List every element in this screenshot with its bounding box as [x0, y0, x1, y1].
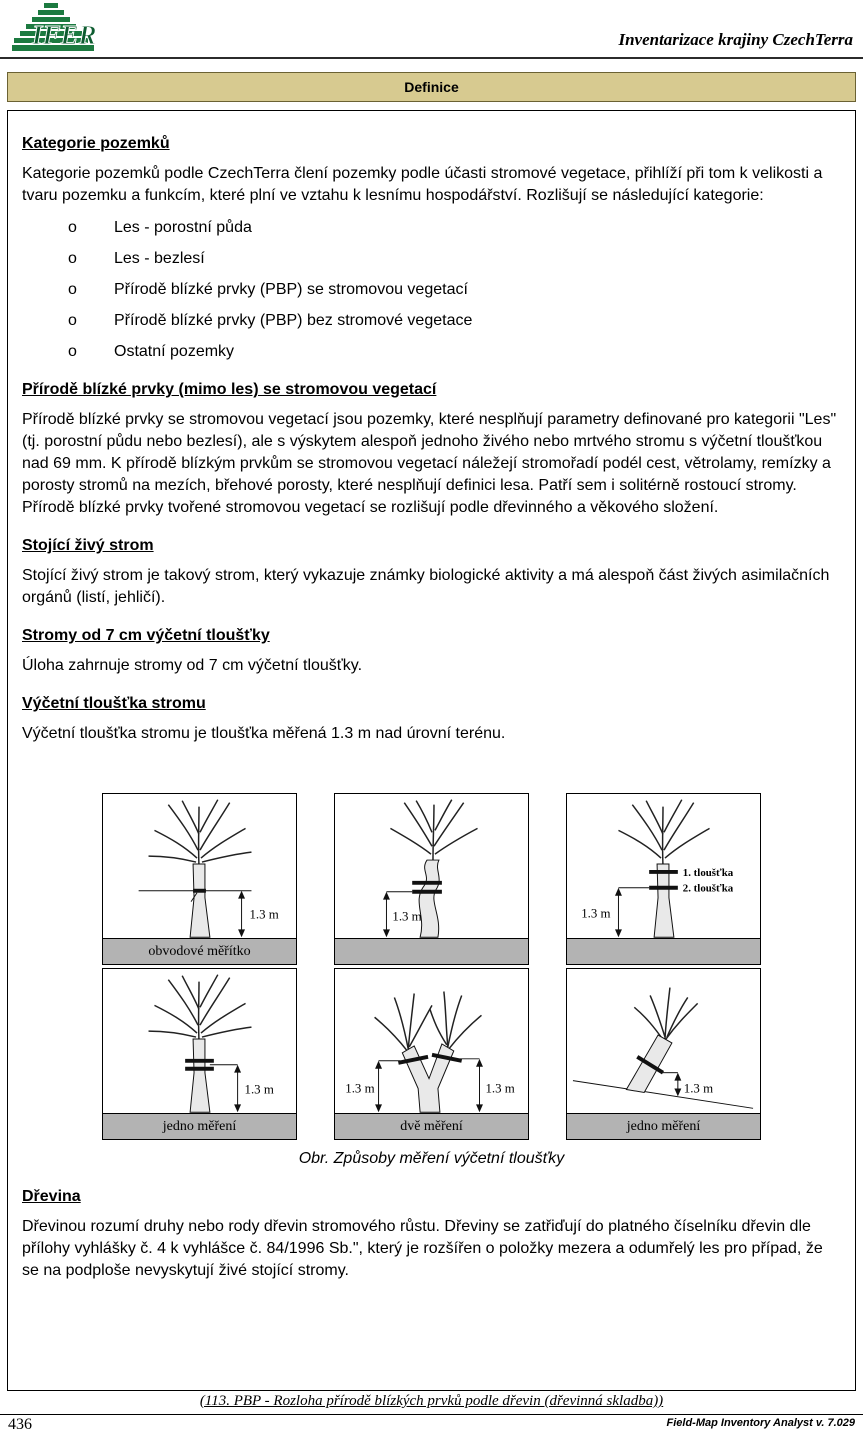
ifer-logo: IFER: [10, 3, 120, 55]
content-box: Kategorie pozemků Kategorie pozemků podl…: [7, 110, 856, 1391]
measure-label-right: 1.3 m: [485, 1081, 514, 1095]
list-item-label: Les - porostní půda: [114, 219, 252, 236]
paragraph-drevina: Dřevinou rozumí druhy nebo rody dřevin s…: [22, 1218, 823, 1279]
heading-pbp-stromova-vegetace: Přírodě blízké prvky (mimo les) se strom…: [22, 381, 437, 398]
list-item: o Přírodě blízké prvky (PBP) se stromovo…: [68, 279, 841, 301]
heading-stromy-od-7cm: Stromy od 7 cm výčetní tloušťky: [22, 627, 270, 644]
panel-caption: jedno měření: [567, 1113, 760, 1139]
figure-panel-tape: 1.3 m obvodové měřítko: [102, 793, 297, 965]
figure-panel-single-measure: 1.3 m jedno měření: [102, 968, 297, 1140]
list-item-label: Les - bezlesí: [114, 250, 205, 267]
paragraph-vycetni-tloustka: Výčetní tloušťka stromu je tloušťka měře…: [22, 725, 506, 742]
measure-label: 1.3 m: [581, 906, 610, 920]
heading-drevina: Dřevina: [22, 1188, 81, 1205]
figure-grid-row1: 1.3 m obvodové měřítko: [22, 793, 841, 965]
measure-label: 1.3 m: [684, 1081, 713, 1095]
tree-diagram-slope: 1.3 m: [572, 987, 754, 1109]
journal-title: Inventarizace krajiny CzechTerra: [618, 30, 853, 49]
category-list: o Les - porostní půda o Les - bezlesí o …: [68, 217, 841, 363]
app-version-label: Field-Map Inventory Analyst v. 7.029: [666, 1417, 856, 1429]
list-bullet: o: [68, 219, 77, 236]
list-bullet: o: [68, 343, 77, 360]
reference-link[interactable]: (113. PBP - Rozloha přírodě blízkých prv…: [199, 1393, 664, 1409]
panel-caption: obvodové měřítko: [103, 938, 296, 964]
title-bar-label: Definice: [404, 79, 459, 95]
list-bullet: o: [68, 312, 77, 329]
list-item-label: Přírodě blízké prvky (PBP) se stromovou …: [114, 281, 468, 298]
paragraph-kategorie-intro: Kategorie pozemků podle CzechTerra člení…: [22, 165, 823, 204]
panel-caption: [335, 938, 528, 964]
list-item: o Ostatní pozemky: [68, 341, 841, 363]
list-item: o Les - porostní půda: [68, 217, 841, 239]
tree-diagram-forked: 1.3 m 1.3 m: [345, 991, 515, 1113]
tree-diagram-crooked: 1.3 m: [383, 799, 478, 938]
page-number: 436: [8, 1416, 32, 1433]
panel-caption: dvě měření: [335, 1113, 528, 1139]
measure-label: 1.3 m: [392, 909, 421, 923]
reference-line: (113. PBP - Rozloha přírodě blízkých prv…: [0, 1393, 863, 1410]
list-item-label: Přírodě blízké prvky (PBP) bez stromové …: [114, 312, 473, 329]
ifer-logo-graphic: IFER: [12, 3, 97, 51]
measure-label: 1.3 m: [249, 907, 278, 921]
tree-diagram-two-diameters: 1. tloušťka 2. tloušťka 1.3 m: [581, 799, 734, 938]
ifer-logo-text: IFER: [31, 20, 97, 50]
measure-label: 1.3 m: [245, 1082, 274, 1096]
list-item-label: Ostatní pozemky: [114, 343, 235, 360]
figure-panel-slope: 1.3 m jedno měření: [566, 968, 761, 1140]
list-bullet: o: [68, 281, 77, 298]
panel-caption: [567, 938, 760, 964]
list-item: o Les - bezlesí: [68, 248, 841, 270]
diameter-label-2: 2. tloušťka: [683, 883, 734, 895]
figure-panel-two-diameters: 1. tloušťka 2. tloušťka 1.3 m: [566, 793, 761, 965]
figure-grid-row2: 1.3 m jedno měření: [22, 968, 841, 1140]
definice-title-bar: Definice: [7, 72, 856, 102]
paragraph-stromy-od-7cm: Úloha zahrnuje stromy od 7 cm výčetní tl…: [22, 657, 363, 674]
figure-panel-forked: 1.3 m 1.3 m dvě měření: [334, 968, 529, 1140]
paragraph-pbp: Přírodě blízké prvky se stromovou vegeta…: [22, 411, 837, 516]
paragraph-stojici-zivy-strom: Stojící živý strom je takový strom, kter…: [22, 567, 830, 606]
list-bullet: o: [68, 250, 77, 267]
footer-divider: [0, 1414, 863, 1415]
list-item: o Přírodě blízké prvky (PBP) bez stromov…: [68, 310, 841, 332]
figure-panel-crooked: 1.3 m: [334, 793, 529, 965]
figure-caption: Obr. Způsoby měření výčetní tloušťky: [298, 1150, 565, 1167]
heading-kategorie-pozemku: Kategorie pozemků: [22, 135, 170, 152]
tree-diagram-single-measure: 1.3 m: [148, 974, 274, 1113]
diameter-label-1: 1. tloušťka: [683, 867, 734, 879]
header-divider: [0, 57, 863, 59]
measure-label-left: 1.3 m: [345, 1081, 374, 1095]
tree-diagram-tape: 1.3 m: [138, 799, 279, 938]
heading-vycetni-tloustka: Výčetní tloušťka stromu: [22, 695, 206, 712]
panel-caption: jedno měření: [103, 1113, 296, 1139]
heading-stojici-zivy-strom: Stojící živý strom: [22, 537, 154, 554]
